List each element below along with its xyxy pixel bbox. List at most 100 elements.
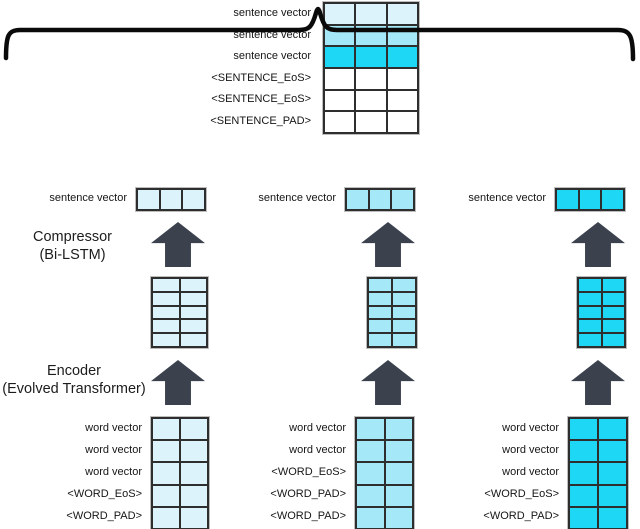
vector-cell <box>180 462 208 485</box>
vector-cell <box>356 440 385 463</box>
sentence-vector-label: sentence vector <box>49 192 127 204</box>
curly-brace <box>3 6 636 62</box>
sentence-vector-row <box>136 188 206 211</box>
vector-cell <box>356 418 385 441</box>
vector-cell <box>578 291 602 306</box>
up-arrow-icon <box>151 222 205 267</box>
vector-cell <box>386 111 418 133</box>
encoder-output-grid <box>151 277 208 348</box>
word-row-label: word vector <box>85 422 142 434</box>
word-matrix-grid <box>151 417 209 529</box>
vector-cell <box>182 189 205 210</box>
vector-cell <box>137 189 160 210</box>
word-row-label: word vector <box>289 444 346 456</box>
vector-cell <box>384 440 413 463</box>
word-row-label: <WORD_PAD> <box>483 510 559 522</box>
vector-cell <box>152 484 180 507</box>
vector-cell <box>578 305 602 320</box>
vector-cell <box>598 484 627 507</box>
sentence-vector-label: sentence vector <box>258 192 336 204</box>
vector-cell <box>355 3 387 25</box>
vector-cell <box>152 462 180 485</box>
vector-cell <box>598 440 627 463</box>
vector-cell <box>392 278 416 292</box>
vector-cell <box>152 333 180 347</box>
vector-cell <box>601 291 625 306</box>
vector-cell <box>152 278 180 292</box>
vector-cell <box>180 506 208 529</box>
encoder-label-line2: (Evolved Transformer) <box>2 381 146 397</box>
vector-cell <box>384 462 413 485</box>
vector-cell <box>355 89 387 112</box>
word-row-label: word vector <box>289 422 346 434</box>
word-row-label: <WORD_EoS> <box>484 488 559 500</box>
vector-cell <box>179 305 207 320</box>
vector-cell <box>392 291 416 306</box>
up-arrow-icon <box>571 222 625 267</box>
vector-cell <box>324 3 356 25</box>
vector-cell <box>324 89 356 112</box>
vector-cell <box>152 440 180 463</box>
word-row-label: <WORD_PAD> <box>66 510 142 522</box>
vector-cell <box>384 418 413 441</box>
vector-cell <box>578 278 602 292</box>
vector-cell <box>355 67 387 90</box>
vector-cell <box>368 189 392 210</box>
vector-cell <box>601 189 624 210</box>
word-row-label: <WORD_PAD> <box>270 488 346 500</box>
up-arrow-icon <box>361 222 415 267</box>
vector-cell <box>578 333 602 347</box>
vector-cell <box>180 484 208 507</box>
word-row-label: word vector <box>85 466 142 478</box>
sentence-vector-label: sentence vector <box>468 192 546 204</box>
vector-cell <box>386 46 418 68</box>
vector-cell <box>578 189 602 210</box>
vector-cell <box>324 67 356 90</box>
vector-cell <box>598 462 627 485</box>
vector-cell <box>386 67 418 90</box>
vector-cell <box>179 333 207 347</box>
vector-cell <box>601 305 625 320</box>
vector-cell <box>569 484 598 507</box>
vector-cell <box>601 278 625 292</box>
vector-cell <box>368 319 392 334</box>
vector-cell <box>152 305 180 320</box>
vector-cell <box>384 506 413 529</box>
sentence-matrix-grid <box>323 2 419 134</box>
word-matrix-grid <box>355 417 414 529</box>
word-row-label: word vector <box>502 422 559 434</box>
vector-cell <box>356 462 385 485</box>
vector-cell <box>368 305 392 320</box>
vector-cell <box>324 111 356 133</box>
vector-cell <box>392 333 416 347</box>
vector-cell <box>152 319 180 334</box>
vector-cell <box>356 506 385 529</box>
sentence-vector-row <box>345 188 415 211</box>
vector-cell <box>346 189 369 210</box>
word-row-label: <WORD_EoS> <box>67 488 142 500</box>
vector-cell <box>556 189 579 210</box>
word-row-label: <WORD_EoS> <box>271 466 346 478</box>
encoder-output-grid <box>577 277 626 348</box>
top-row-label: <SENTENCE_PAD> <box>210 115 311 127</box>
compressor-label-line1: Compressor <box>33 229 112 245</box>
vector-cell <box>355 46 387 68</box>
top-row-label: sentence vector <box>233 7 311 19</box>
vector-cell <box>179 278 207 292</box>
word-row-label: <WORD_PAD> <box>270 510 346 522</box>
encoder-label: Encoder (Evolved Transformer) <box>0 362 148 398</box>
vector-cell <box>180 418 208 441</box>
vector-cell <box>180 440 208 463</box>
encoder-output-grid <box>367 277 417 348</box>
word-matrix-grid <box>568 417 628 529</box>
vector-cell <box>384 484 413 507</box>
vector-cell <box>601 333 625 347</box>
vector-cell <box>368 278 392 292</box>
compressor-label-line2: (Bi-LSTM) <box>39 247 106 263</box>
vector-cell <box>152 291 180 306</box>
vector-cell <box>569 506 598 529</box>
encoder-label-line1: Encoder <box>46 363 101 379</box>
vector-cell <box>392 319 416 334</box>
vector-cell <box>152 418 180 441</box>
vector-cell <box>152 506 180 529</box>
